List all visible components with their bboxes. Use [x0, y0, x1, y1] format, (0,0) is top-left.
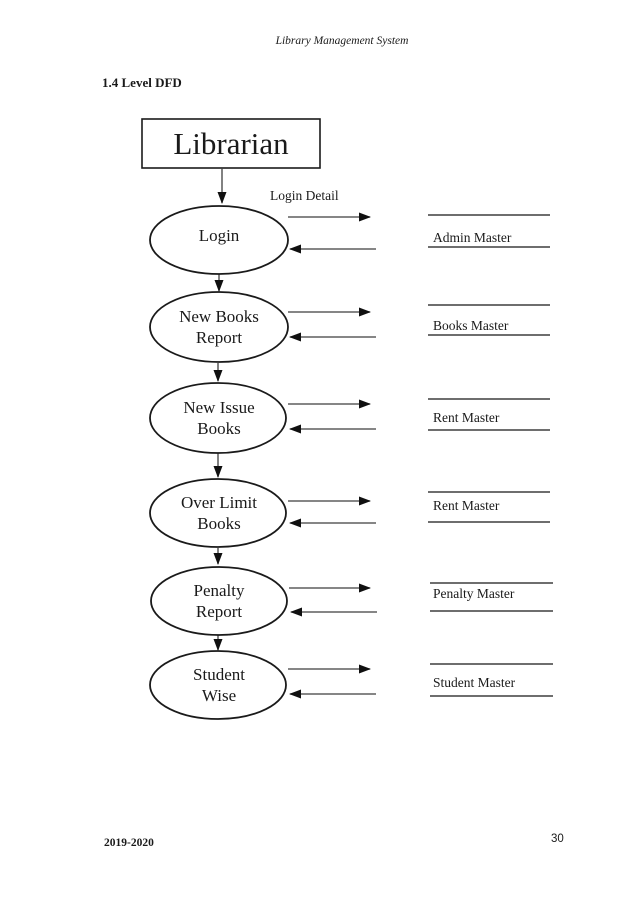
- process-label-login: Login: [139, 225, 299, 246]
- process-label-penalty-report: Penalty Report: [139, 580, 299, 622]
- process-label-line: Student: [193, 665, 245, 684]
- process-label-new-books-report: New Books Report: [139, 306, 299, 348]
- process-label-line: New Issue: [183, 398, 255, 417]
- process-label-line: Over Limit: [180, 493, 257, 512]
- external-entity-box: [141, 118, 321, 169]
- flow-label-login-detail: Login Detail: [270, 188, 339, 203]
- process-label-line: Wise: [201, 686, 237, 705]
- section-title: 1.4 Level DFD: [102, 75, 182, 90]
- process-ellipse-over-limit-books: [149, 478, 287, 548]
- process-label-line: Books: [197, 514, 241, 533]
- process-label-student-wise: Student Wise: [139, 664, 299, 706]
- datastore-label-admin-master: Admin Master: [433, 230, 512, 245]
- external-entity-label: Librarian: [173, 126, 289, 161]
- process-label-over-limit-books: Over Limit Books: [139, 492, 299, 534]
- process-label-line: Report: [195, 602, 243, 621]
- datastore-label-penalty-master: Penalty Master: [433, 586, 515, 601]
- process-label-line: Books: [197, 419, 241, 438]
- process-ellipse-penalty-report: [150, 566, 288, 636]
- datastore-label-student-master: Student Master: [433, 675, 516, 690]
- process-ellipse-new-books-report: [149, 291, 289, 363]
- datastore-label-books-master: Books Master: [433, 318, 509, 333]
- process-ellipse-student-wise: [149, 650, 287, 720]
- process-ellipse-new-issue-books: [149, 382, 287, 454]
- footer-academic-year: 2019-2020: [104, 837, 154, 849]
- process-label-new-issue-books: New Issue Books: [139, 397, 299, 439]
- process-label-line: Login: [198, 226, 240, 245]
- process-label-line: Report: [195, 328, 243, 347]
- process-label-line: New Books: [179, 307, 259, 326]
- footer-page-number: 30: [551, 833, 564, 845]
- datastore-label-rent-master-1: Rent Master: [433, 410, 500, 425]
- running-header: Library Management System: [275, 35, 409, 47]
- process-label-line: Penalty: [193, 581, 245, 600]
- process-ellipse-login: [149, 205, 289, 275]
- datastore-label-rent-master-2: Rent Master: [433, 498, 500, 513]
